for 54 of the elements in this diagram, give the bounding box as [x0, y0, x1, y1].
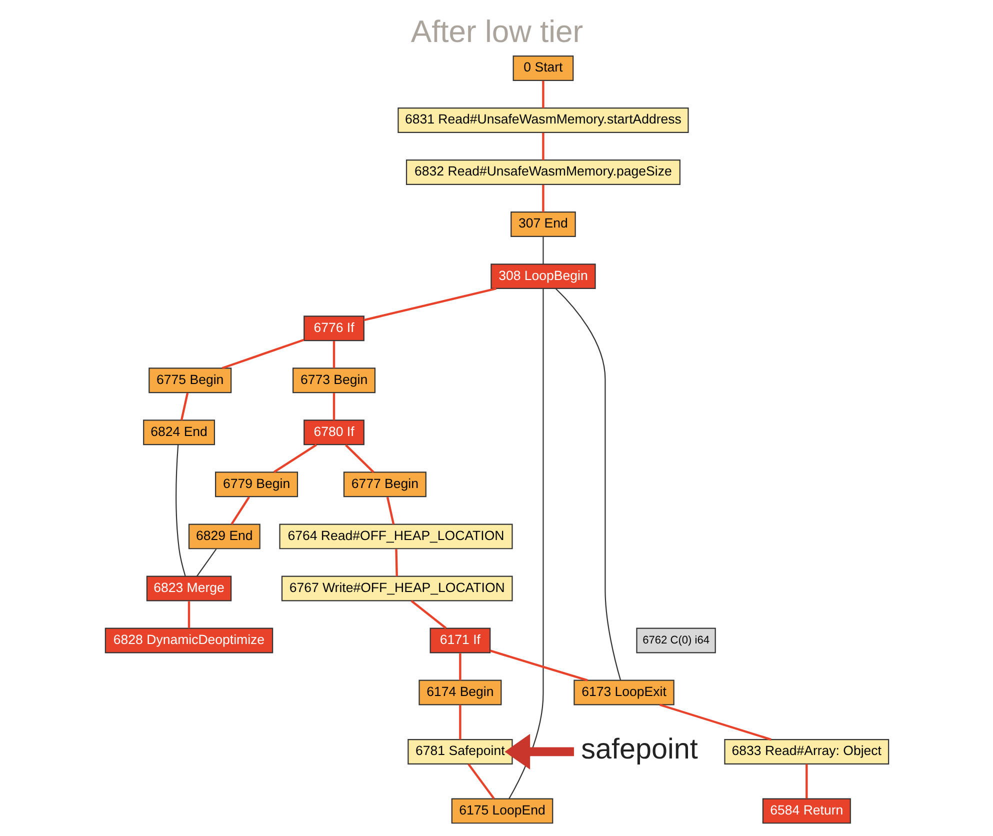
- connector: [542, 184, 544, 212]
- connector: [332, 341, 335, 368]
- node-box: 307 End: [510, 212, 576, 238]
- connector: [221, 338, 304, 370]
- node-text: safepoint: [580, 734, 698, 766]
- connector: [344, 444, 374, 473]
- connector: [175, 444, 186, 576]
- connector: [542, 80, 544, 108]
- connector: [658, 704, 771, 741]
- connector: [508, 288, 544, 800]
- connector: [187, 601, 190, 628]
- connector: [410, 600, 446, 629]
- connector: [386, 496, 394, 524]
- node-box: 6829 End: [188, 524, 260, 550]
- connector: [458, 704, 461, 740]
- connector: [458, 653, 461, 680]
- node-box: 6762 C(0) i64: [636, 628, 716, 654]
- connector: [196, 548, 216, 577]
- node-box: 6781 Safepoint: [407, 739, 512, 764]
- node-box: 6174 Begin: [418, 680, 502, 706]
- connector: [489, 650, 588, 682]
- connector: [394, 549, 398, 576]
- node-box: 6833 Read#Array: Object: [724, 739, 889, 764]
- node-box: 0 Start: [512, 55, 574, 81]
- node-box: 6767 Write#OFF_HEAP_LOCATION: [280, 576, 512, 602]
- connector: [805, 764, 808, 799]
- node-box: 6828 DynamicDeoptimize: [104, 628, 273, 654]
- node-box: 6832 Read#UnsafeWasmMemory.pageSize: [405, 160, 680, 185]
- connector: [363, 288, 496, 322]
- connector: [332, 393, 335, 420]
- node-box: 6175 LoopEnd: [450, 798, 553, 824]
- node-box: 6773 Begin: [292, 368, 376, 394]
- arrow: [504, 734, 574, 770]
- node-box: 6584 Return: [762, 798, 850, 824]
- node-box: 308 LoopBegin: [490, 264, 596, 290]
- node-box: 6777 Begin: [342, 472, 426, 498]
- connector: [467, 763, 494, 800]
- diagram-title: After low tier: [410, 14, 583, 50]
- node-box: 6831 Read#UnsafeWasmMemory.startAddress: [397, 108, 688, 133]
- connector: [542, 132, 544, 160]
- connector: [230, 496, 250, 525]
- node-box: 6171 If: [429, 628, 490, 654]
- connector: [554, 288, 621, 680]
- node-box: 6824 End: [142, 420, 215, 446]
- connector: [272, 444, 317, 473]
- node-box: 6823 Merge: [146, 576, 232, 602]
- node-box: 6173 LoopExit: [573, 680, 674, 706]
- node-box: 6764 Read#OFF_HEAP_LOCATION: [278, 524, 512, 550]
- node-box: 6776 If: [303, 316, 364, 342]
- connector: [180, 392, 188, 420]
- node-box: 6779 Begin: [214, 472, 298, 498]
- connector: [542, 236, 544, 264]
- node-box: 6775 Begin: [148, 368, 232, 394]
- node-box: 6780 If: [303, 420, 364, 446]
